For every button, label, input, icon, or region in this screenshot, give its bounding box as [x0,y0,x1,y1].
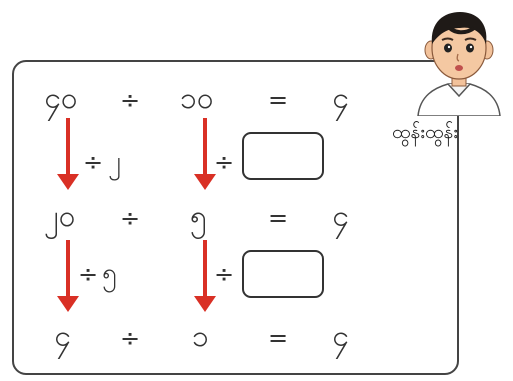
row1-dividend: ၄၀ [44,84,78,114]
row3-equals-sign: = [268,326,288,350]
row1-divide-sign: ÷ [120,88,140,112]
step2-answer-box[interactable] [242,250,324,298]
step1-right-divide-sign: ÷ [214,150,234,174]
step1-right-arrow [194,118,216,190]
row3-divide-sign: ÷ [120,326,140,350]
row2-divide-sign: ÷ [120,206,140,230]
exercise-frame [12,60,459,375]
character-name: ထွန်းထွန်း [392,120,458,148]
row1-quotient: ၄ [332,84,349,114]
row1-equals-sign: = [268,88,288,112]
boy-character-icon [408,4,510,116]
step2-left-divide-sign: ÷ [78,262,98,286]
step2-right-arrow [194,240,216,312]
row3-quotient: ၄ [332,322,349,352]
row2-dividend: ၂၀ [44,202,76,232]
row2-quotient: ၄ [332,202,349,232]
row2-divisor: ၅ [190,202,207,232]
step2-right-divide-sign: ÷ [214,262,234,286]
step2-left-divisor: ၅ [102,260,117,286]
step2-left-arrow [57,240,79,312]
row1-divisor: ၁၀ [180,84,214,114]
row3-dividend: ၄ [54,322,71,352]
step1-answer-box[interactable] [242,132,324,180]
row3-divisor: ၁ [192,322,209,352]
step1-left-divide-sign: ÷ [83,150,103,174]
step1-left-arrow [57,118,79,190]
step1-left-divisor: ၂ [108,148,121,174]
row2-equals-sign: = [268,206,288,230]
